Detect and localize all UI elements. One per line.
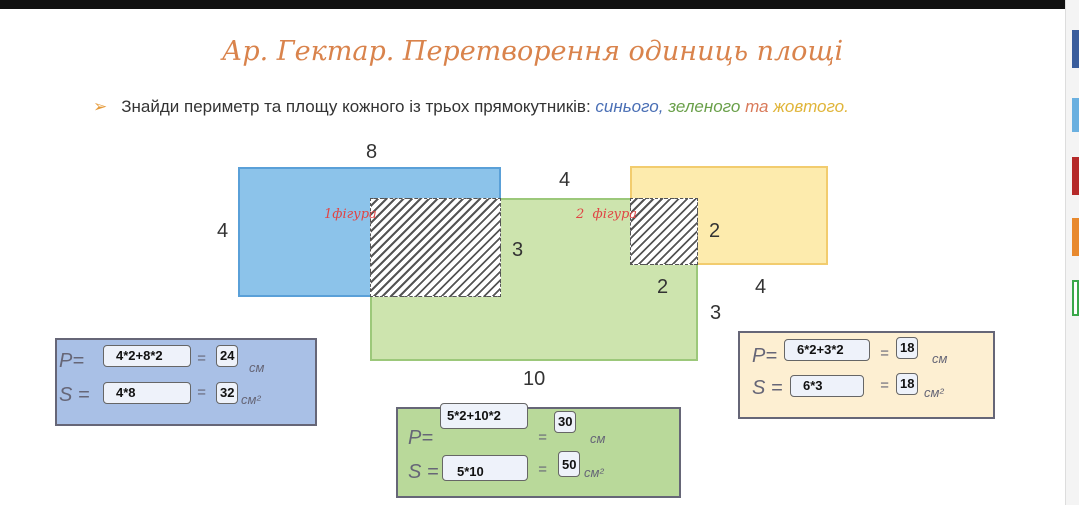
equals: =: [197, 350, 206, 367]
equals: =: [880, 345, 889, 362]
label-yellow-right: 2: [709, 220, 721, 242]
green-answer-box: P= 5*2+10*2 = 30 см S = 5*10 = 50 см²: [396, 403, 681, 498]
hatched-overlap-1: [370, 198, 501, 297]
unit-cm2: см²: [584, 465, 604, 480]
green-area-input[interactable]: 5*10: [442, 455, 528, 481]
label-blue-left: 4: [217, 220, 229, 242]
hatched-overlap-2: [630, 198, 698, 265]
unit-cm2: см²: [241, 392, 261, 407]
blue-answer-box: P= 4*2+8*2 = 24 см S = 4*8 = 32 см²: [55, 338, 317, 426]
yellow-perimeter-result[interactable]: 18: [896, 337, 919, 359]
label-blue-top: 8: [366, 141, 378, 163]
word-blue: синього,: [595, 97, 664, 116]
label-overlap1-right: 3: [512, 239, 524, 261]
label-green-right: 3: [710, 302, 722, 324]
side-tab-green[interactable]: [1072, 280, 1079, 316]
unit-cm: см: [249, 360, 265, 375]
unit-cm2: см²: [924, 385, 944, 400]
area-label: S =: [752, 377, 783, 399]
perimeter-label: P=: [752, 345, 778, 367]
side-tab-orange[interactable]: [1072, 218, 1079, 256]
green-area-result[interactable]: 50: [558, 451, 581, 477]
area-label: S =: [59, 384, 90, 406]
area-label: S =: [408, 461, 439, 483]
blue-perimeter-input[interactable]: 4*2+8*2: [103, 345, 191, 367]
word-green: зеленого: [668, 97, 741, 116]
green-perimeter-result[interactable]: 30: [554, 411, 577, 433]
perimeter-label: P=: [59, 350, 85, 372]
yellow-area-input[interactable]: 6*3: [790, 375, 864, 397]
label-figure-2: 2 фігура: [576, 207, 638, 222]
blue-area-input[interactable]: 4*8: [103, 382, 191, 404]
perimeter-label: P=: [408, 427, 434, 449]
blue-area-result[interactable]: 32: [216, 382, 239, 404]
label-yellow-bottom: 4: [755, 276, 767, 298]
equals: =: [538, 461, 547, 478]
side-tab-light-blue[interactable]: [1072, 98, 1079, 132]
label-overlap2-bottom: 2: [657, 276, 669, 298]
green-perimeter-input[interactable]: 5*2+10*2: [440, 403, 528, 429]
arrow-bullet-icon: ➢: [93, 97, 108, 116]
word-and: та: [745, 97, 769, 116]
task-text: ➢Знайди периметр та площу кожного із трь…: [93, 97, 849, 116]
side-tab-red[interactable]: [1072, 157, 1079, 195]
slide-title: Ар. Гектар. Перетворення одиниць площі: [221, 36, 844, 67]
label-green-top: 4: [559, 169, 571, 191]
equals: =: [880, 377, 889, 394]
unit-cm: см: [590, 431, 606, 446]
unit-cm: см: [932, 351, 948, 366]
label-figure-1: 1фігура: [324, 207, 377, 222]
label-green-bottom: 10: [523, 368, 546, 390]
yellow-answer-box: P= 6*2+3*2 = 18 см S = 6*3 = 18 см²: [738, 331, 995, 419]
equals: =: [197, 384, 206, 401]
yellow-perimeter-input[interactable]: 6*2+3*2: [784, 339, 870, 361]
top-bar: [0, 0, 1079, 9]
word-yellow: жовтого.: [773, 97, 849, 116]
equals: =: [538, 429, 547, 446]
blue-perimeter-result[interactable]: 24: [216, 345, 239, 367]
yellow-area-result[interactable]: 18: [896, 373, 919, 395]
side-tab-dark-blue[interactable]: [1072, 30, 1079, 68]
